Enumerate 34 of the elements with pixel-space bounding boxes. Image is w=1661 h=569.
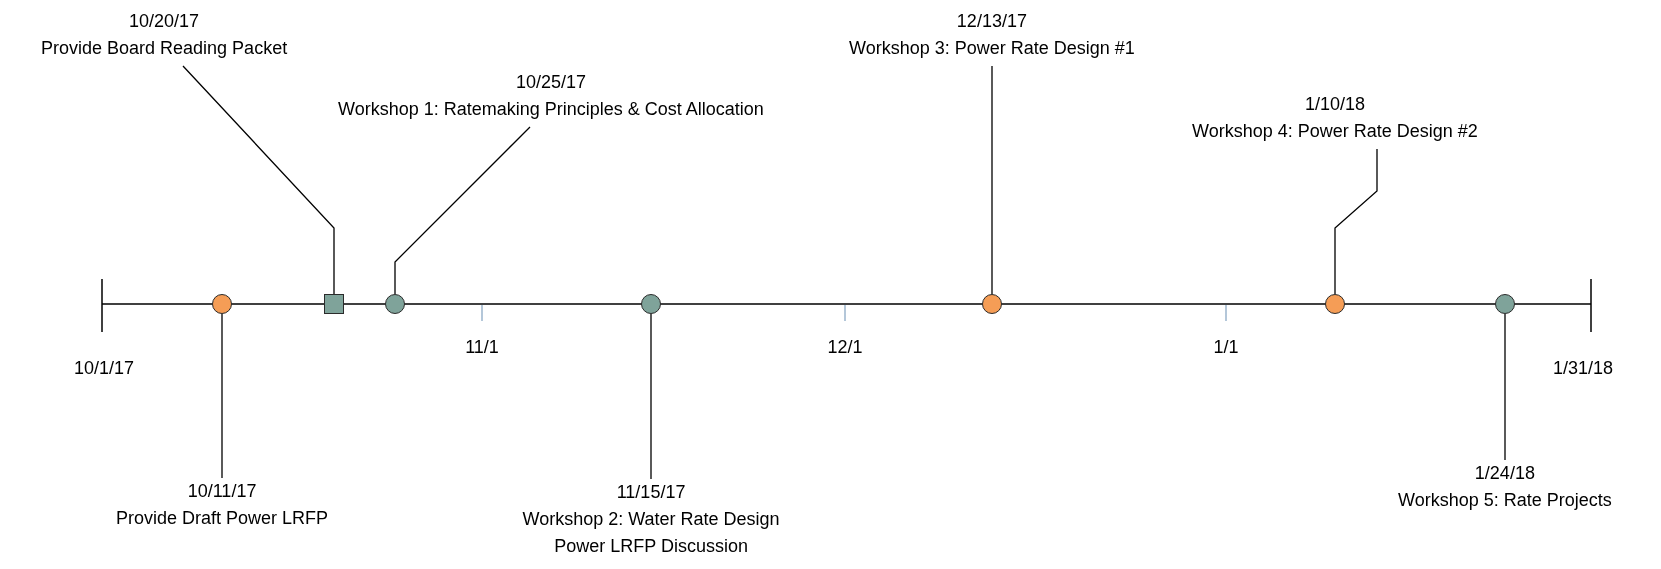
milestone-circle [982,294,1002,314]
leader-line [182,65,335,295]
milestone-label: Workshop 2: Water Rate Design [522,508,780,531]
date-label: 10/25/17 [514,71,587,94]
leader-line [221,313,223,479]
milestone-label: Workshop 1: Ratemaking Principles & Cost Allocation [338,98,764,121]
axis-date-label: 12/1 [827,336,863,358]
axis-date-label: 1/31/18 [1552,357,1614,379]
date-label: 12/13/17 [955,10,1028,33]
milestone-circle [1325,294,1345,314]
leader-line [650,313,652,480]
milestone-circle [212,294,232,314]
milestone-label: Workshop 4: Power Rate Design #2 [1192,120,1478,143]
milestone-label: Power LRFP Discussion [553,535,749,558]
leader-line [991,65,993,295]
date-label: 10/11/17 [186,480,258,503]
milestone-label: Provide Board Reading Packet [41,37,288,60]
leader-line [1334,148,1378,295]
milestone-label: Workshop 5: Rate Projects [1398,489,1612,512]
axis-date-label: 11/1 [465,336,499,358]
date-label: 10/20/17 [128,10,201,33]
milestone-label: Provide Draft Power LRFP [116,507,329,530]
axis-date-label: 10/1/17 [73,357,135,379]
axis-date-label: 1/1 [1213,336,1239,358]
leader-line [1504,313,1506,461]
milestone-label: Workshop 3: Power Rate Design #1 [849,37,1135,60]
milestone-circle [641,294,661,314]
leader-line [394,126,531,295]
milestone-circle [1495,294,1515,314]
date-label: 1/24/18 [1473,462,1536,485]
date-label: 1/10/18 [1303,93,1366,116]
milestone-square [324,294,344,314]
milestone-circle [385,294,405,314]
date-label: 11/15/17 [615,481,687,504]
